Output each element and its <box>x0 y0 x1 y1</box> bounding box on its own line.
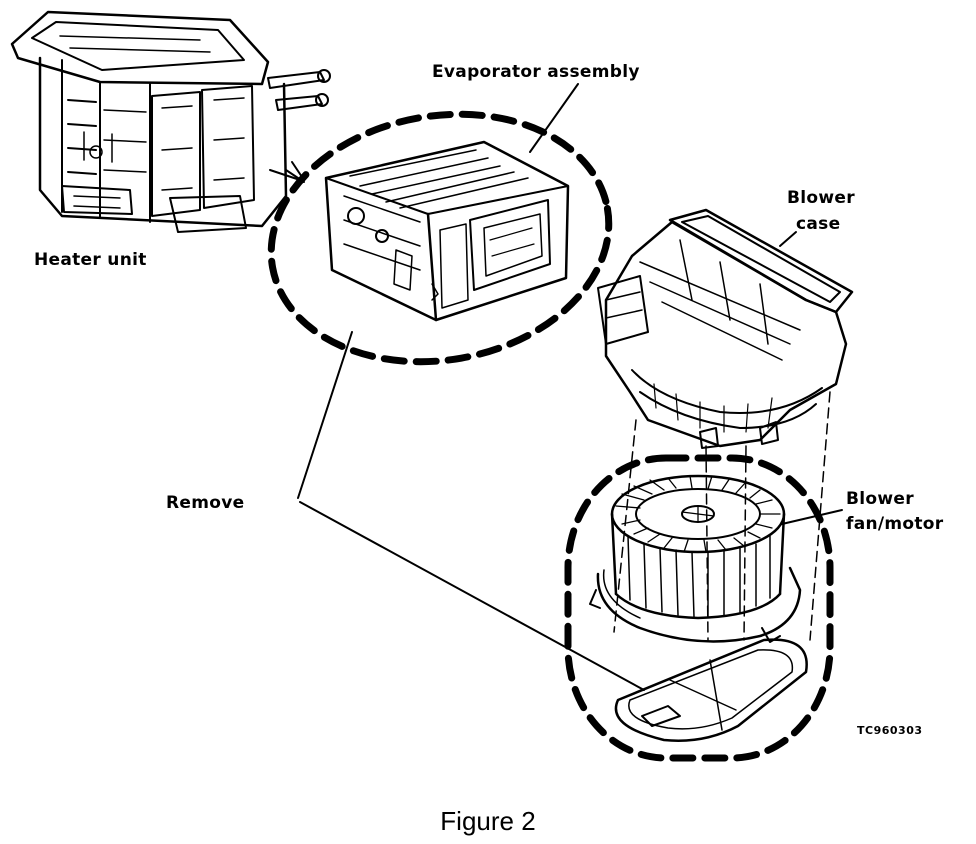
evaporator-assembly-illustration <box>324 140 570 322</box>
label-blower-fan-line1: Blower <box>846 489 914 509</box>
label-remove: Remove <box>166 493 245 513</box>
label-heater-unit: Heater unit <box>34 250 147 270</box>
label-blower-case-line1: Blower <box>787 188 855 208</box>
blower-fan-motor-illustration <box>589 474 802 643</box>
label-blower-case-line2: case <box>796 214 841 234</box>
blower-highlight-ring <box>564 454 834 762</box>
label-evaporator-assembly: Evaporator assembly <box>432 62 640 82</box>
heater-unit-illustration <box>10 10 331 233</box>
leader-lines <box>297 83 843 691</box>
heater-pipe-detail <box>285 161 305 183</box>
label-blower-fan-line2: fan/motor <box>846 514 944 534</box>
blower-case-illustration <box>597 208 854 449</box>
label-figure-code: TC960303 <box>857 724 923 737</box>
evaporator-highlight-ring <box>267 110 613 366</box>
filter-plate-illustration <box>614 638 808 742</box>
figure-caption: Figure 2 <box>440 806 536 836</box>
